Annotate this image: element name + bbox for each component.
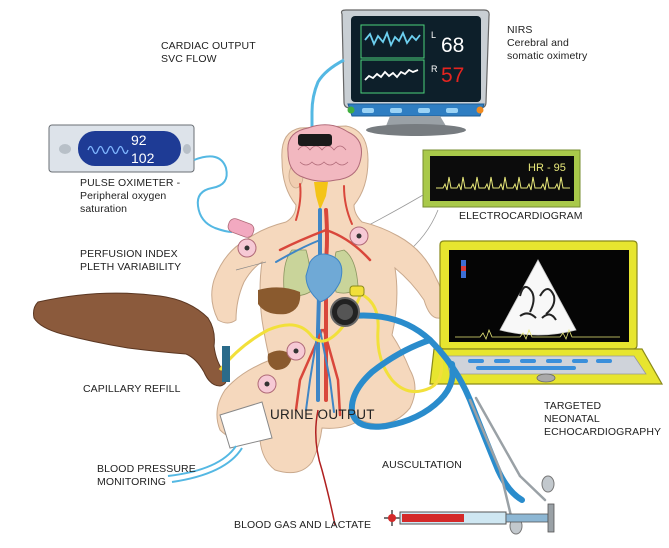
nirs-trace-bottom: [364, 68, 419, 81]
ecg-heart-rate: HR - 95: [528, 162, 566, 174]
echo-ecg-strip: [455, 328, 620, 341]
ecg-electrodes: [237, 226, 369, 394]
ecg-monitor: HR - 95: [422, 149, 581, 208]
nirs-power-led: [347, 106, 355, 114]
nirs-right-value: 57: [441, 64, 464, 87]
ecg-trace: [436, 176, 570, 191]
echo-sector: [499, 259, 577, 336]
nirs-button-4[interactable]: [446, 108, 458, 113]
pleth-waveform: [87, 145, 129, 155]
nirs-monitor: L 68 R 57: [340, 9, 490, 136]
pulse-ox-top-value: 92: [131, 132, 147, 148]
nirs-trace-top: [364, 30, 421, 48]
nirs-button-2[interactable]: [390, 108, 402, 113]
pulse-ox-bottom-value: 102: [131, 150, 155, 166]
nirs-alert-led: [476, 106, 484, 114]
label-perfusion-index: PERFUSION INDEX PLETH VARIABILITY: [80, 248, 182, 273]
echo-probe-head: [349, 285, 365, 297]
label-nirs: NIRS Cerebral and somatic oximetry: [507, 24, 588, 62]
nirs-left-letter: L: [431, 30, 436, 40]
cap-refill-clip: [222, 346, 230, 382]
echo-laptop: [429, 240, 664, 385]
urinary-catheter: [315, 409, 336, 526]
label-urine-output: URINE OUTPUT: [270, 407, 375, 422]
nirs-button-1[interactable]: [362, 108, 374, 113]
blood-gas-syringe: [384, 503, 555, 533]
label-cardiac-output: CARDIAC OUTPUT SVC FLOW: [161, 40, 256, 65]
heart: [305, 253, 343, 303]
label-blood-pressure: BLOOD PRESSURE MONITORING: [97, 463, 196, 488]
echo-trackball[interactable]: [536, 373, 556, 383]
ecg-screen: [430, 156, 574, 201]
label-targeted-echo: TARGETED NEONATAL ECHOCARDIOGRAPHY: [544, 400, 662, 438]
nirs-button-3[interactable]: [418, 108, 430, 113]
nirs-screen: [351, 16, 481, 102]
nirs-cable: [310, 58, 345, 134]
pulse-ox-screen: [78, 131, 181, 166]
brain: [287, 124, 362, 182]
nirs-sensor-pad: [298, 134, 332, 146]
stethoscope: [348, 312, 547, 522]
bp-cuff: [219, 401, 273, 449]
label-electrocardiogram: ELECTROCARDIOGRAM: [459, 210, 583, 222]
pulse-ox-button-right[interactable]: [183, 144, 191, 154]
liver: [258, 287, 301, 315]
kidney: [267, 350, 292, 370]
nirs-left-value: 68: [441, 34, 464, 57]
label-auscultation: AUSCULTATION: [382, 459, 462, 471]
label-pulse-oximeter: PULSE OXIMETER - Peripheral oxygen satur…: [80, 177, 181, 215]
label-blood-gas: BLOOD GAS AND LACTATE: [234, 519, 372, 531]
label-capillary-refill: CAPILLARY REFILL: [83, 383, 181, 395]
pulse-ox-button-left[interactable]: [59, 144, 71, 154]
pulse-ox-probe-wrap: [227, 218, 255, 238]
pulse-ox-cable: [193, 155, 233, 233]
earpiece-1: [541, 475, 555, 493]
nirs-right-letter: R: [431, 64, 438, 74]
bp-tubing: [167, 445, 237, 477]
caregiver-hand: [33, 292, 227, 387]
echo-chambers: [519, 285, 557, 321]
brainstem: [314, 182, 328, 210]
pulse-oximeter-device: 92 102: [48, 124, 195, 173]
